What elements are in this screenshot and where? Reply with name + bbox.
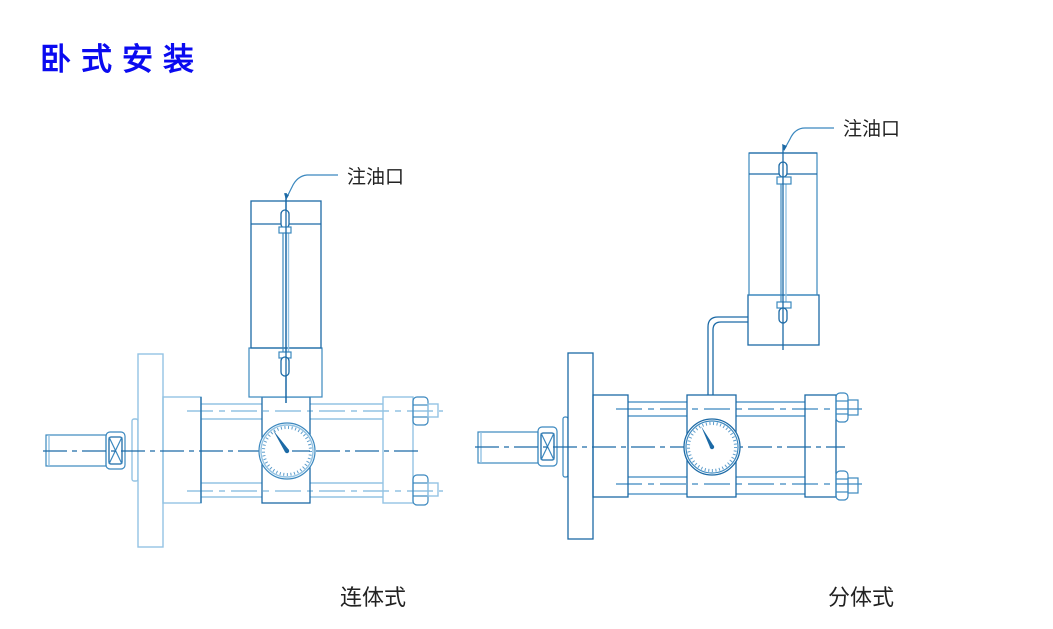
sight-glass [776,145,792,350]
integrated-assembly: 注油口 连体式 [43,166,443,611]
oil-filler-label: 注油口 [843,118,900,140]
tie-rods [201,403,383,498]
mounting-flange [567,352,594,540]
oil-filler-callout: 注油口 [782,118,900,151]
gauge-needle [273,430,289,453]
page-title: 卧式安装 [40,42,204,78]
rear-head [382,396,414,504]
front-head [162,396,202,504]
integrated-type-label: 连体式 [340,586,406,611]
pressure-gauge [683,418,741,476]
oil-filler-callout: 注油口 [284,166,404,200]
gauge-needle [701,426,714,448]
tie-rod-nut-bottom [412,474,439,506]
oil-pipe [707,316,748,395]
front-head [592,394,629,498]
rod-collar [131,418,139,482]
split-type-label: 分体式 [828,586,894,611]
tie-rod-nut-top [835,392,859,423]
tie-rods [628,401,805,495]
oil-filler-label: 注油口 [347,166,404,188]
rear-head [804,394,837,498]
tie-rod-nut-bottom [835,470,859,501]
sight-glass [278,193,292,403]
pressure-gauge [258,422,316,480]
split-assembly: 注油口 分体式 [475,118,900,611]
tie-rod-nut-top [412,396,439,426]
